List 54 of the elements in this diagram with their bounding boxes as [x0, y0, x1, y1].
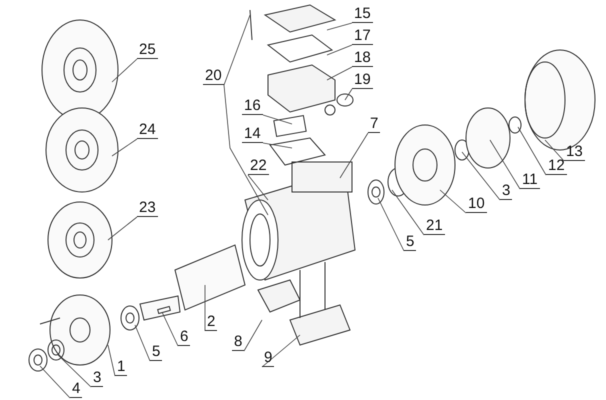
callout-number: 5 [404, 234, 416, 251]
leader-line [40, 366, 70, 398]
callout-number: 12 [546, 158, 567, 175]
leader-line [224, 84, 268, 216]
callout-number: 17 [352, 28, 373, 45]
callout-number: 10 [466, 196, 487, 213]
callout-number: 7 [368, 116, 380, 133]
callout-number: 15 [352, 6, 373, 23]
callout-number: 16 [242, 98, 263, 115]
leader-line [108, 216, 138, 240]
leader-line [248, 174, 268, 200]
leader-line [162, 312, 178, 346]
leader-line [440, 190, 466, 214]
leader-line [224, 14, 250, 86]
leader-line [244, 320, 262, 352]
leader-line [112, 58, 138, 82]
leader-line [378, 198, 404, 252]
leader-line [326, 66, 352, 80]
callout-number: 2 [205, 314, 218, 331]
callout-number: 19 [352, 72, 373, 89]
callout-number: 4 [70, 381, 82, 398]
leader-line [58, 354, 92, 388]
leader-line [112, 138, 138, 156]
callout-number: 14 [242, 126, 263, 143]
leader-line [262, 114, 292, 124]
callout-number: 3 [500, 183, 512, 200]
leader-line [344, 88, 352, 100]
callout-number: 25 [137, 42, 158, 59]
callout-number: 21 [424, 218, 445, 235]
leader-line [326, 44, 352, 56]
callout-number: 6 [178, 329, 190, 346]
callout-number: 23 [137, 200, 158, 217]
callout-number: 9 [262, 350, 274, 367]
leader-line [462, 152, 500, 200]
callout-number: 3 [91, 370, 104, 387]
callout-number: 8 [232, 334, 244, 351]
leader-line [326, 22, 352, 30]
callout-number: 22 [248, 158, 269, 175]
callout-number: 18 [352, 50, 373, 67]
leader-line [340, 132, 368, 178]
leader-line [490, 140, 520, 190]
leader-line [108, 344, 116, 376]
leader-line [392, 190, 424, 236]
leader-line [518, 126, 546, 176]
callout-number: 5 [150, 344, 162, 361]
leader-line [204, 284, 206, 332]
callout-number: 1 [115, 359, 128, 376]
leader-line [134, 324, 150, 362]
callout-number: 11 [520, 172, 540, 189]
callout-number: 20 [203, 68, 224, 85]
callout-number: 24 [137, 122, 158, 139]
leader-line [262, 334, 300, 368]
leader-line [544, 140, 564, 162]
callout-number: 13 [564, 144, 585, 161]
